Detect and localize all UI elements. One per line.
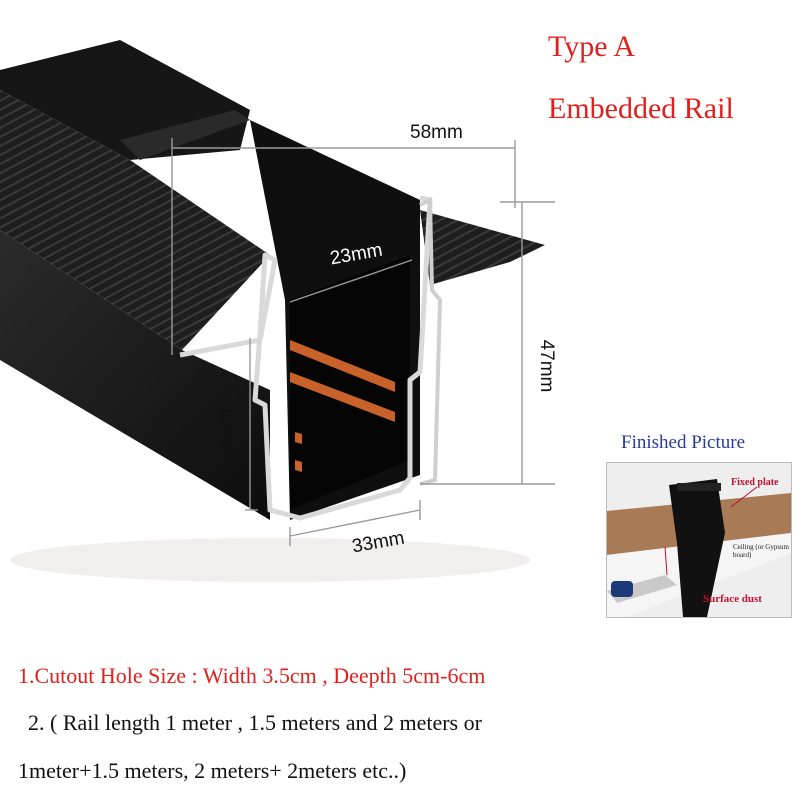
finished-picture-image: Fixed plate Ceiling (or Gypsum board) Su… — [606, 462, 792, 618]
copper-strip-2 — [290, 372, 395, 422]
surface-dust-label: Surface dust — [703, 593, 762, 605]
copper-strip-3 — [295, 432, 302, 444]
rail-in-ceiling — [669, 479, 725, 617]
top-back-cap — [120, 110, 250, 160]
finished-picture-heading: Finished Picture — [621, 432, 746, 453]
profile-edge-left — [179, 195, 433, 521]
copper-strip-1 — [290, 340, 395, 392]
rail-length-note-continued: 1meter+1.5 meters, 2 meters+ 2meters etc… — [18, 758, 407, 783]
cutout-size-note: 1.Cutout Hole Size : Width 3.5cm , Deept… — [18, 663, 486, 688]
left-body — [0, 230, 270, 520]
left-ribbed-flange — [0, 90, 270, 350]
fixed-plate-label: Fixed plate — [731, 477, 779, 488]
type-title: Type A — [548, 30, 636, 63]
profile-edge-right — [419, 196, 443, 486]
dimension-47mm: 47mm — [536, 339, 557, 393]
channel-inner — [290, 255, 410, 510]
fixed-plate — [677, 483, 721, 491]
dimension-58mm: 58mm — [410, 122, 463, 143]
dimension-35mm: 35mm — [216, 402, 237, 456]
right-ribbed-flange — [420, 210, 545, 285]
dimension-lines — [171, 138, 555, 546]
ceiling-label: Ceiling (or Gypsum board) — [733, 543, 789, 559]
rail-length-note: 2. ( Rail length 1 meter , 1.5 meters an… — [28, 710, 482, 735]
copper-strip-4 — [295, 460, 302, 472]
finished-picture-svg — [607, 463, 791, 617]
shadow — [10, 538, 530, 582]
product-title: Embedded Rail — [548, 92, 734, 125]
trowel-handle — [611, 581, 633, 597]
